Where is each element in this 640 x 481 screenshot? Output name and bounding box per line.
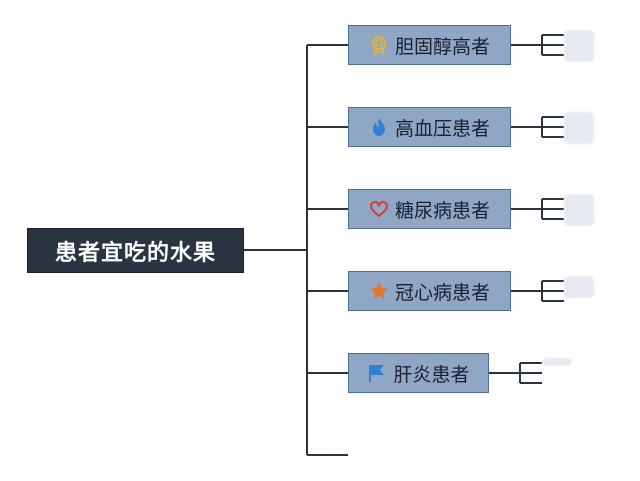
branch-label: 胆固醇高者 [394,35,490,58]
branch-node-hepatitis[interactable]: 肝炎患者 [348,353,489,393]
flag-icon [367,363,387,383]
blurred-leaf [564,276,594,298]
blurred-leaf [564,194,594,226]
branch-node-diabetes[interactable]: 糖尿病患者 [348,189,511,229]
root-topic[interactable]: 患者宜吃的水果 [27,228,244,273]
blurred-leaf [564,112,594,144]
branch-label: 肝炎患者 [393,363,470,386]
branch-label: 冠心病患者 [394,281,490,304]
branch-label: 高血压患者 [394,117,490,140]
root-topic-label: 患者宜吃的水果 [54,240,216,266]
flame-icon [369,117,389,137]
blurred-leaf [542,358,572,366]
star-icon [369,281,389,301]
award-icon [369,35,389,55]
blurred-leaf [564,30,594,62]
branch-node-cholesterol[interactable]: 胆固醇高者 [348,25,511,65]
branch-node-hypertension[interactable]: 高血压患者 [348,107,511,147]
branch-node-coronary[interactable]: 冠心病患者 [348,271,511,311]
branch-label: 糖尿病患者 [394,199,490,222]
heart-icon [369,199,389,219]
